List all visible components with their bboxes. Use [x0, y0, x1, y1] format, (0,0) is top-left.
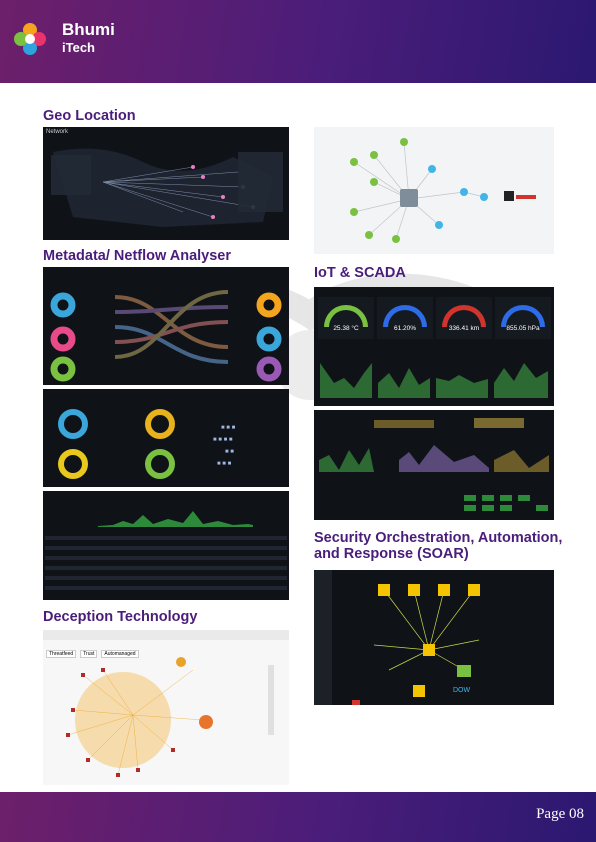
geo-panel-title: Network [46, 129, 69, 135]
netflow-sankey [50, 290, 282, 382]
netflow-traffic [45, 511, 287, 590]
gauge-humidity: 61.20% [377, 297, 433, 339]
soar-screenshot: DOW [314, 570, 554, 705]
section-title-soar: Security Orchestration, Automation, and … [314, 530, 563, 562]
soar-sidebar [314, 570, 332, 705]
netflow-sankey-screenshot [43, 267, 289, 385]
brand-name: Bhumi [62, 20, 115, 39]
soar-tile-label: DOW [453, 687, 471, 694]
geo-map [51, 148, 283, 227]
filter-threatfeed[interactable]: Threatfeed [46, 650, 77, 658]
iot-sparklines [320, 363, 548, 398]
logo-icon [14, 23, 46, 55]
page-footer: Page 08 [0, 792, 596, 842]
section-title-deception: Deception Technology [43, 609, 198, 625]
page-header: Bhumi iTech [0, 0, 596, 83]
svg-text:■ ■ ■: ■ ■ ■ [221, 425, 236, 431]
scada-dashboard-screenshot [314, 410, 554, 520]
gauge-wind-speed: 336.41 km [436, 297, 492, 339]
gauge-temperature: 25.38 °C [318, 297, 374, 339]
svg-text:■ ■: ■ ■ [225, 449, 234, 455]
svg-text:■ ■ ■: ■ ■ ■ [217, 461, 232, 467]
section-title-geo: Geo Location [43, 108, 136, 124]
section-title-iot: IoT & SCADA [314, 265, 406, 281]
soar-playbook [352, 584, 480, 705]
topology-screenshot [314, 127, 554, 254]
geo-location-screenshot: Network [43, 127, 289, 240]
netflow-donuts-screenshot: ■ ■ ■ ■ ■ ■ ■ ■ ■ ■ ■ ■ [43, 389, 289, 487]
gauge-pressure: 855.05 hPa [495, 297, 551, 339]
deception-screenshot: Threatfeed Trust Automanaged [43, 630, 289, 785]
brand-sub: iTech [62, 40, 95, 55]
svg-text:■ ■ ■ ■: ■ ■ ■ ■ [213, 437, 233, 443]
netflow-table-screenshot [43, 491, 289, 600]
filter-trust[interactable]: Trust [80, 650, 98, 658]
topology-graph [350, 138, 536, 243]
netflow-donuts: ■ ■ ■ ■ ■ ■ ■ ■ ■ ■ ■ ■ [58, 409, 236, 479]
iot-gauges-screenshot: 25.38 °C 61.20% 336.41 km 855.05 hPa [314, 287, 554, 406]
page-number: Page 08 [536, 806, 584, 822]
filter-automanaged[interactable]: Automanaged [101, 650, 139, 658]
deception-graph [66, 657, 274, 777]
deception-toolbar [43, 630, 289, 640]
section-title-netflow: Metadata/ Netflow Analyser [43, 248, 232, 264]
scada-panels [319, 418, 549, 511]
